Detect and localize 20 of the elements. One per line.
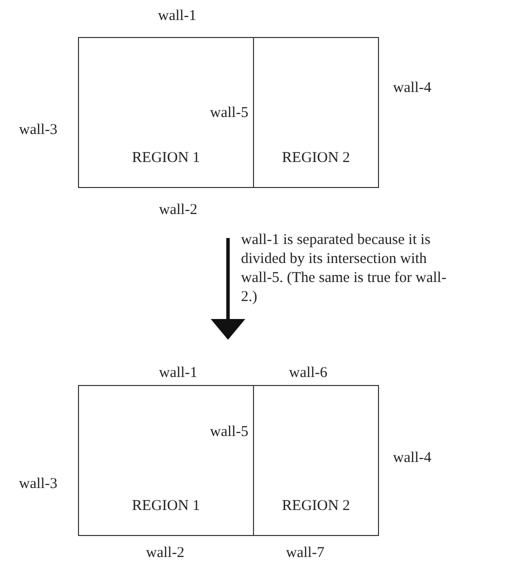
wall-label: wall-1 <box>158 7 196 25</box>
wall-label: wall-2 <box>146 544 184 562</box>
wall-label: wall-3 <box>19 121 58 139</box>
region-label: REGION 2 <box>282 150 350 167</box>
diagram-frame <box>78 37 379 188</box>
region-label: REGION 2 <box>282 498 350 515</box>
wall-label: wall-5 <box>210 423 248 441</box>
wall-label: wall-7 <box>286 544 324 562</box>
wall-label: wall-1 <box>159 364 198 382</box>
wall-label: wall-5 <box>210 104 248 122</box>
arrow <box>210 238 246 340</box>
edge-label: wall-1 is separated because it is divided by its intersection with wall-5. (The same is true for wall-2.) <box>241 231 448 307</box>
wall-label: wall-4 <box>393 449 432 467</box>
wall-label: wall-4 <box>393 79 432 97</box>
region-label: REGION 1 <box>132 498 200 515</box>
wall-label: wall-6 <box>289 364 328 382</box>
wall-label: wall-2 <box>159 201 198 219</box>
region-label: REGION 1 <box>132 150 200 167</box>
wall-label: wall-3 <box>19 475 58 493</box>
diagram-frame <box>78 385 379 536</box>
